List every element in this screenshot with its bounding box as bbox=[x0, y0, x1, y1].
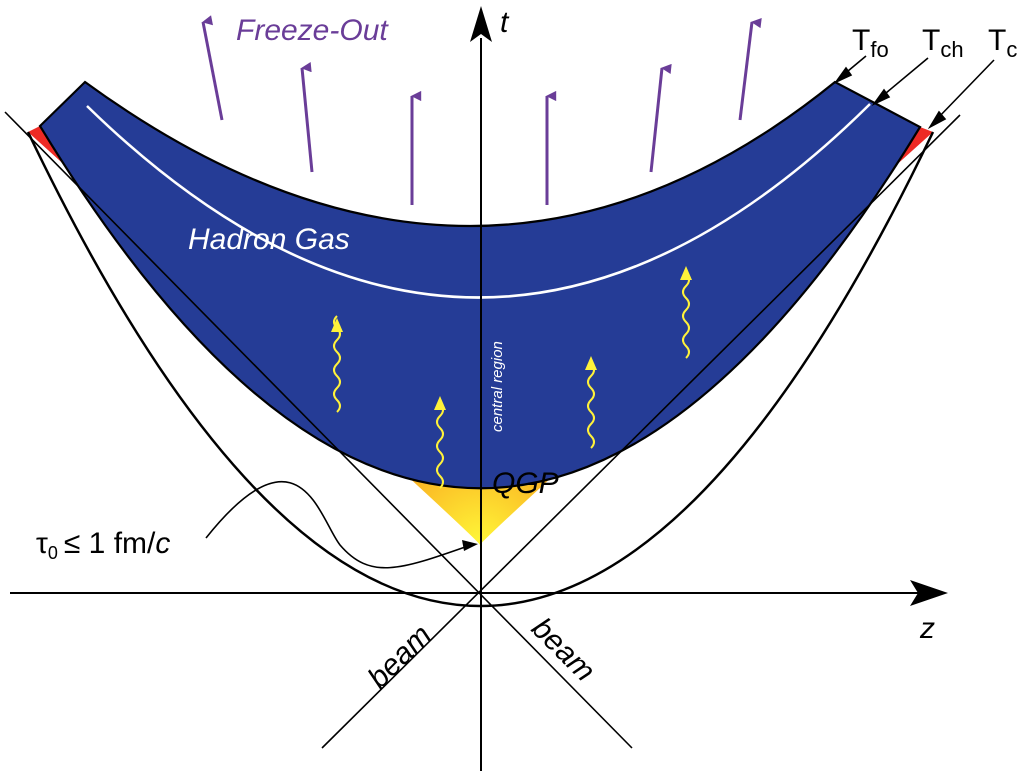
tch-hyperbola bbox=[86, 103, 871, 299]
tau-symbol: τ bbox=[36, 527, 48, 560]
t-axis-arrowhead bbox=[470, 6, 492, 42]
t-ch-main: T bbox=[922, 24, 940, 57]
freeze-out-arrow bbox=[649, 63, 672, 173]
z-axis-arrowhead bbox=[910, 580, 948, 606]
photon-arrowhead bbox=[434, 396, 446, 410]
t-fo-sub: fo bbox=[870, 37, 888, 62]
tfo-pointer-head bbox=[833, 66, 853, 85]
t-c-sub: c bbox=[1006, 37, 1017, 62]
photon-arrow bbox=[436, 403, 444, 489]
beam-line-right bbox=[321, 114, 961, 749]
tc-pointer-head bbox=[927, 110, 947, 130]
photon-arrowhead bbox=[680, 266, 692, 280]
t-ch-sub: ch bbox=[940, 37, 963, 62]
beam-label-right: beam bbox=[525, 612, 601, 688]
beam-line-left bbox=[4, 111, 633, 749]
freeze-out-label: Freeze-Out bbox=[236, 14, 389, 47]
tau-subscript: 0 bbox=[48, 543, 58, 563]
freeze-out-arrows bbox=[201, 15, 762, 205]
z-axis-label: z bbox=[919, 612, 935, 645]
t-fo-main: T bbox=[852, 24, 870, 57]
photon-arrow bbox=[587, 363, 595, 449]
freeze-out-arrow bbox=[201, 15, 224, 121]
t-axis-label: t bbox=[500, 6, 510, 39]
photon-arrowheads bbox=[331, 266, 692, 410]
t-fo-label: Tfo bbox=[852, 24, 889, 62]
hadron-gas-label: Hadron Gas bbox=[188, 223, 350, 256]
photon-arrowhead bbox=[331, 318, 343, 332]
tch-pointer-head bbox=[871, 88, 891, 107]
tau-pointer-head bbox=[462, 540, 478, 551]
photon-arrowhead bbox=[585, 356, 597, 370]
tch-pointer bbox=[879, 57, 929, 99]
t-ch-label: Tch bbox=[922, 24, 964, 62]
central-region-label: central region bbox=[489, 341, 506, 432]
tau-relation: ≤ 1 fm/ bbox=[64, 527, 156, 560]
tau-c: c bbox=[155, 527, 170, 560]
photon-arrow bbox=[682, 273, 690, 359]
tau-label: τ0 ≤ 1 fm/c bbox=[36, 527, 170, 563]
temperature-pointers bbox=[833, 55, 995, 130]
qgp-label: QGP bbox=[492, 467, 559, 500]
tc-pointer bbox=[935, 59, 995, 121]
beam-label-left: beam bbox=[362, 619, 438, 695]
freeze-out-arrow bbox=[300, 62, 314, 173]
freeze-out-arrow bbox=[738, 18, 762, 121]
t-c-main: T bbox=[988, 24, 1006, 57]
t-c-label: Tc bbox=[988, 24, 1017, 62]
tau-pointer-curve bbox=[205, 480, 469, 569]
